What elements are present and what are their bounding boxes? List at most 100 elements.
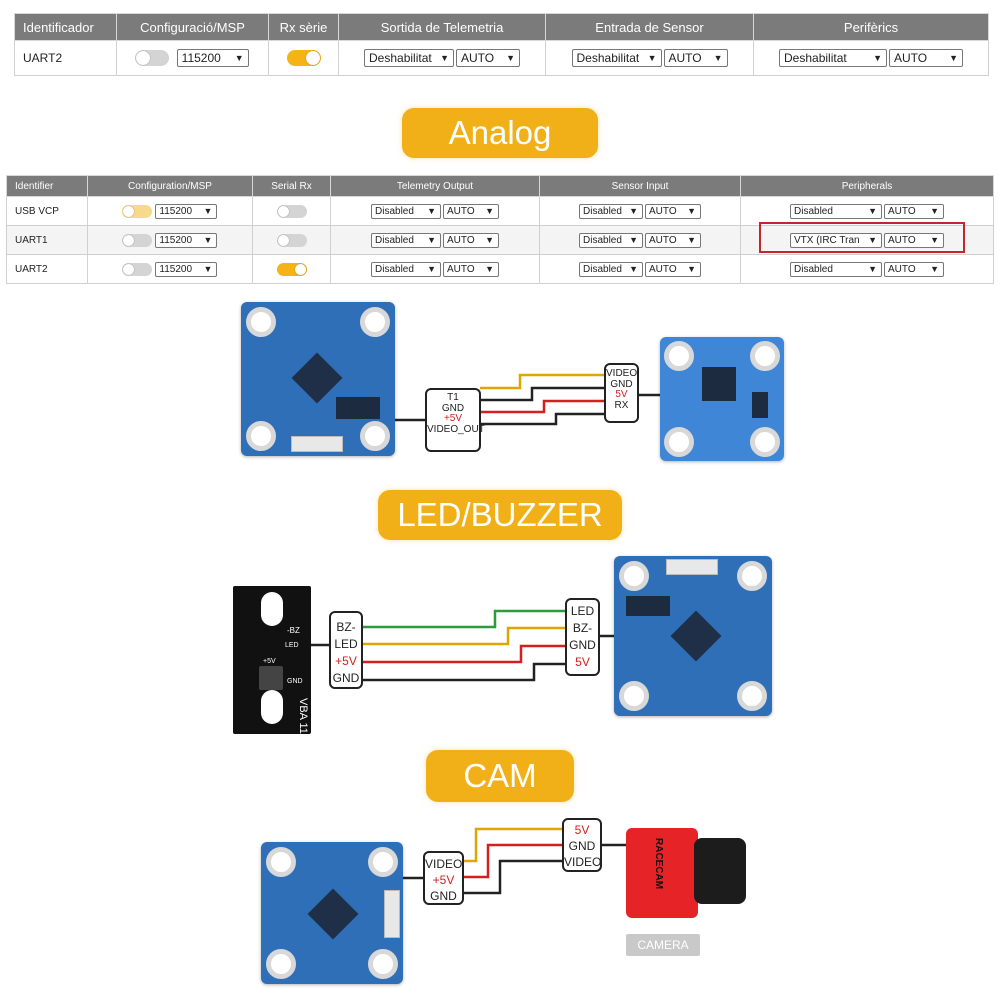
section-title-led-buzzer: LED/BUZZER: [378, 490, 622, 540]
toggle-knob: [305, 51, 320, 65]
silk-label: +5V: [263, 658, 276, 665]
sensor-cell: Deshabilitat▼AUTO▼: [545, 40, 754, 76]
camera-body: RACECAM: [626, 828, 698, 918]
telemetry-auto-select[interactable]: AUTO▼: [443, 203, 499, 219]
mount-hole: [664, 427, 694, 457]
telemetry-cell: Disabled▼AUTO▼: [330, 196, 540, 226]
peripherals-auto-select[interactable]: AUTO▼: [884, 261, 944, 277]
silk-label: -BZ: [287, 626, 300, 635]
baud-select[interactable]: 115200▼: [176, 49, 249, 67]
sensor-auto-select[interactable]: AUTO▼: [645, 203, 701, 219]
sensor-auto-select[interactable]: AUTO▼: [645, 232, 701, 248]
mount-hole: [360, 421, 390, 451]
connector: [384, 890, 400, 938]
chevron-down-icon: ▼: [440, 53, 449, 63]
vtx-chip: [702, 367, 736, 401]
baud-select[interactable]: 115200▼: [155, 232, 218, 248]
msp-toggle[interactable]: [135, 50, 170, 66]
header-config-msp: Configuration/MSP: [87, 175, 253, 197]
component: [626, 596, 670, 616]
chevron-down-icon: ▼: [949, 53, 958, 63]
pin-label: GND: [430, 889, 457, 903]
chevron-down-icon: ▼: [687, 263, 696, 274]
telemetry-select[interactable]: Disabled▼: [371, 232, 441, 248]
table-row: UART2 115200▼ Deshabilitat▼AUTO▼ Deshabi…: [14, 40, 989, 76]
wire-gnd: [480, 386, 605, 402]
chevron-down-icon: ▼: [647, 53, 657, 63]
flight-controller-board: [241, 302, 395, 456]
sensor-select[interactable]: Disabled▼: [579, 203, 643, 219]
telemetry-auto-select[interactable]: AUTO▼: [456, 49, 520, 67]
section-title-cam: CAM: [426, 750, 574, 802]
peripherals-cell: Deshabilitat▼AUTO▼: [753, 40, 989, 76]
rx-cell: [252, 254, 331, 284]
pin-label: GND: [441, 402, 465, 414]
mount-hole: [737, 681, 767, 711]
header-identifier: Identificador: [14, 13, 117, 41]
vtx-highlight-box: [759, 222, 965, 253]
telemetry-auto-select[interactable]: AUTO▼: [443, 261, 499, 277]
sensor-auto-select[interactable]: AUTO▼: [645, 261, 701, 277]
table-row: UART2 115200▼ Disabled▼AUTO▼ Disabled▼AU…: [6, 254, 994, 284]
toggle-knob: [122, 263, 134, 275]
camera-caption: CAMERA: [626, 934, 700, 956]
chevron-down-icon: ▼: [930, 263, 939, 274]
baud-select[interactable]: 115200▼: [155, 261, 218, 277]
mount-hole: [246, 307, 276, 337]
sensor-cell: Disabled▼AUTO▼: [539, 254, 741, 284]
chevron-down-icon: ▼: [203, 205, 213, 216]
pin-label: GND: [610, 378, 633, 390]
buzzer-chip: [259, 666, 283, 690]
baud-select[interactable]: 115200▼: [155, 203, 218, 219]
serial-rx-toggle[interactable]: [286, 50, 321, 66]
sensor-select[interactable]: Disabled▼: [579, 261, 643, 277]
msp-toggle[interactable]: [121, 233, 152, 247]
peripherals-select[interactable]: Deshabilitat▼: [779, 49, 887, 67]
peripherals-select[interactable]: VTX (IRC Tran▼: [790, 232, 882, 248]
chevron-down-icon: ▼: [687, 234, 696, 245]
cam-wires: [402, 827, 627, 895]
chevron-down-icon: ▼: [427, 205, 436, 216]
chevron-down-icon: ▼: [427, 263, 436, 274]
telemetry-select[interactable]: Disabled▼: [371, 203, 441, 219]
msp-toggle[interactable]: [121, 262, 152, 276]
port-identifier: USB VCP: [6, 196, 88, 226]
telemetry-select[interactable]: Disabled▼: [371, 261, 441, 277]
mount-hole: [360, 307, 390, 337]
chevron-down-icon: ▼: [687, 205, 696, 216]
peripherals-select[interactable]: Disabled▼: [790, 261, 882, 277]
pin-label: BZ-: [572, 621, 593, 635]
pin-label: VIDEO: [564, 855, 602, 869]
chevron-down-icon: ▼: [713, 53, 723, 63]
flight-controller-board: [614, 556, 772, 716]
peripherals-auto-select[interactable]: AUTO▼: [884, 232, 944, 248]
msp-toggle[interactable]: [121, 204, 152, 218]
sensor-select[interactable]: Deshabilitat▼: [571, 49, 662, 67]
serial-rx-toggle[interactable]: [276, 204, 307, 218]
mcu-chip: [307, 888, 359, 940]
component: [336, 397, 380, 419]
component: [752, 392, 768, 418]
mount-hole: [750, 427, 780, 457]
peripherals-select[interactable]: Disabled▼: [790, 203, 882, 219]
table-row: USB VCP 115200▼ Disabled▼AUTO▼ Disabled▼…: [6, 196, 994, 226]
camera-brand-label: RACECAM: [653, 838, 664, 890]
sensor-auto-select[interactable]: AUTO▼: [663, 49, 728, 67]
toggle-knob: [122, 205, 134, 217]
telemetry-select[interactable]: Deshabilitat▼: [364, 49, 454, 67]
peripherals-auto-select[interactable]: AUTO▼: [884, 203, 944, 219]
silk-label: VBA 110: [297, 698, 309, 740]
sensor-cell: Disabled▼AUTO▼: [539, 225, 741, 255]
mcu-chip: [291, 352, 343, 404]
serial-rx-toggle[interactable]: [276, 233, 307, 247]
peripherals-auto-select[interactable]: AUTO▼: [889, 49, 963, 67]
serial-rx-toggle[interactable]: [276, 262, 307, 276]
pin-label: +5V: [335, 654, 357, 668]
config-cell: 115200▼: [116, 40, 269, 76]
pin-label: LED: [334, 637, 358, 651]
telemetry-auto-select[interactable]: AUTO▼: [443, 232, 499, 248]
ports-table-catalan: Identificador Configuració/MSP Rx sèrie …: [14, 13, 989, 76]
chevron-down-icon: ▼: [629, 234, 638, 245]
sensor-select[interactable]: Disabled▼: [579, 232, 643, 248]
mount-slot: [261, 592, 283, 626]
